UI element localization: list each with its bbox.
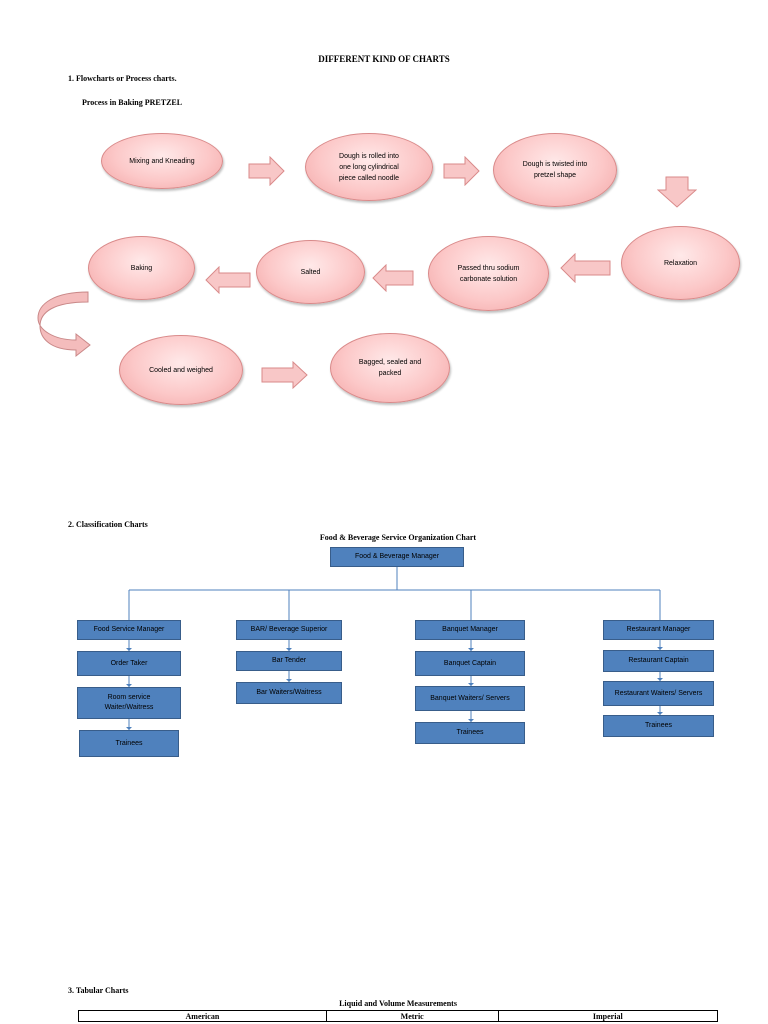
flow-arrow-left-icon bbox=[372, 264, 414, 292]
document-title: DIFFERENT KIND OF CHARTS bbox=[318, 54, 450, 64]
org-box-head: BAR/ Beverage Superior bbox=[236, 620, 342, 640]
flow-step-salted: Salted bbox=[256, 240, 365, 304]
flow-arrow-left-icon bbox=[205, 266, 251, 294]
section-3-heading: 3. Tabular Charts bbox=[68, 986, 129, 995]
flow-arrow-down-icon bbox=[657, 176, 697, 208]
flow-step-bagged: Bagged, sealed and packed bbox=[330, 333, 450, 403]
org-box-item: Banquet Waiters/ Servers bbox=[415, 686, 525, 711]
section-2-heading: 2. Classification Charts bbox=[68, 520, 148, 529]
org-box-item: Restaurant Captain bbox=[603, 650, 714, 672]
flow-step-rolled: Dough is rolled into one long cylindrica… bbox=[305, 133, 433, 201]
table-header-metric: Metric bbox=[325, 1010, 499, 1022]
org-box-root: Food & Beverage Manager bbox=[330, 547, 464, 567]
org-box-head: Restaurant Manager bbox=[603, 620, 714, 640]
flow-step-relaxation: Relaxation bbox=[621, 226, 740, 300]
flow-arrow-curved-icon bbox=[37, 291, 91, 358]
flow-arrow-right-icon bbox=[248, 156, 285, 186]
flow-arrow-left-icon bbox=[560, 253, 611, 283]
section-1-heading: 1. Flowcharts or Process charts. bbox=[68, 74, 177, 83]
flow-step-baking: Baking bbox=[88, 236, 195, 300]
flow-step-mixing: Mixing and Kneading bbox=[101, 133, 223, 189]
org-box-item: Restaurant Waiters/ Servers bbox=[603, 681, 714, 706]
org-chart-title: Food & Beverage Service Organization Cha… bbox=[319, 533, 477, 542]
flow-step-sodium: Passed thru sodium carbonate solution bbox=[428, 236, 549, 311]
org-box-item: Order Taker bbox=[77, 651, 181, 676]
org-box-item: Bar Waiters/Waitress bbox=[236, 682, 342, 704]
org-box-item: Trainees bbox=[79, 730, 179, 757]
table-header-american: American bbox=[78, 1010, 327, 1022]
org-box-item: Banquet Captain bbox=[415, 651, 525, 676]
flow-step-cooled: Cooled and weighed bbox=[119, 335, 243, 405]
flow-step-twisted: Dough is twisted into pretzel shape bbox=[493, 133, 617, 207]
org-box-head: Banquet Manager bbox=[415, 620, 525, 640]
org-box-head: Food Service Manager bbox=[77, 620, 181, 640]
flowchart-subheading: Process in Baking PRETZEL bbox=[82, 98, 183, 107]
org-box-item: Trainees bbox=[415, 722, 525, 744]
table-title: Liquid and Volume Measurements bbox=[339, 999, 457, 1008]
org-chart-connectors bbox=[126, 567, 663, 730]
org-box-item: Bar Tender bbox=[236, 651, 342, 671]
measurements-table: American Metric Imperial bbox=[78, 1010, 719, 1022]
org-box-item: Trainees bbox=[603, 715, 714, 737]
flow-arrow-right-icon bbox=[261, 361, 308, 389]
table-header-imperial: Imperial bbox=[497, 1010, 719, 1022]
org-box-item: Room service Waiter/Waitress bbox=[77, 687, 181, 719]
flow-arrow-right-icon bbox=[443, 156, 480, 186]
